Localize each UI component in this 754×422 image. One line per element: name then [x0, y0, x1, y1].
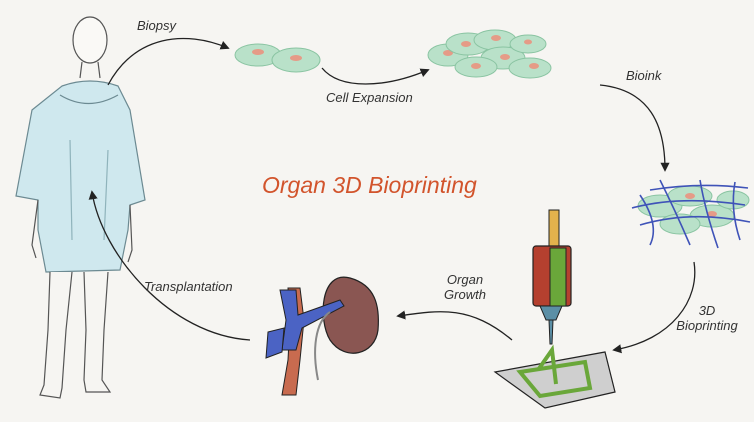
label-organ-growth: Organ Growth — [430, 272, 500, 302]
patient-figure — [15, 16, 146, 399]
arrow-bioink — [599, 84, 670, 172]
label-bioink: Bioink — [626, 68, 662, 83]
label-3d-bioprinting: 3D Bioprinting — [662, 303, 752, 333]
bioprinter-icon — [493, 209, 616, 409]
label-organ-growth-line1: Organ — [446, 272, 484, 287]
expanded-cells-icon — [427, 29, 552, 79]
kidney-organ-icon — [265, 276, 379, 396]
arrow-transplantation — [88, 190, 251, 341]
arrow-biopsy — [107, 37, 230, 86]
arrow-organ-growth — [396, 310, 513, 341]
arrow-cell-expansion — [321, 67, 430, 85]
label-3d-bioprinting-line2: Bioprinting — [676, 318, 738, 333]
label-cell-expansion: Cell Expansion — [326, 90, 413, 105]
cells-icon — [234, 43, 321, 73]
label-transplantation: Transplantation — [144, 279, 233, 294]
label-organ-growth-line2: Growth — [444, 287, 486, 302]
arrow-3d-bioprinting — [612, 261, 696, 354]
bioink-mesh-icon — [631, 179, 751, 249]
label-biopsy: Biopsy — [137, 18, 177, 33]
diagram-title: Organ 3D Bioprinting — [262, 172, 477, 198]
label-3d-bioprinting-line1: 3D — [698, 303, 716, 318]
flow-arrows — [88, 37, 696, 354]
